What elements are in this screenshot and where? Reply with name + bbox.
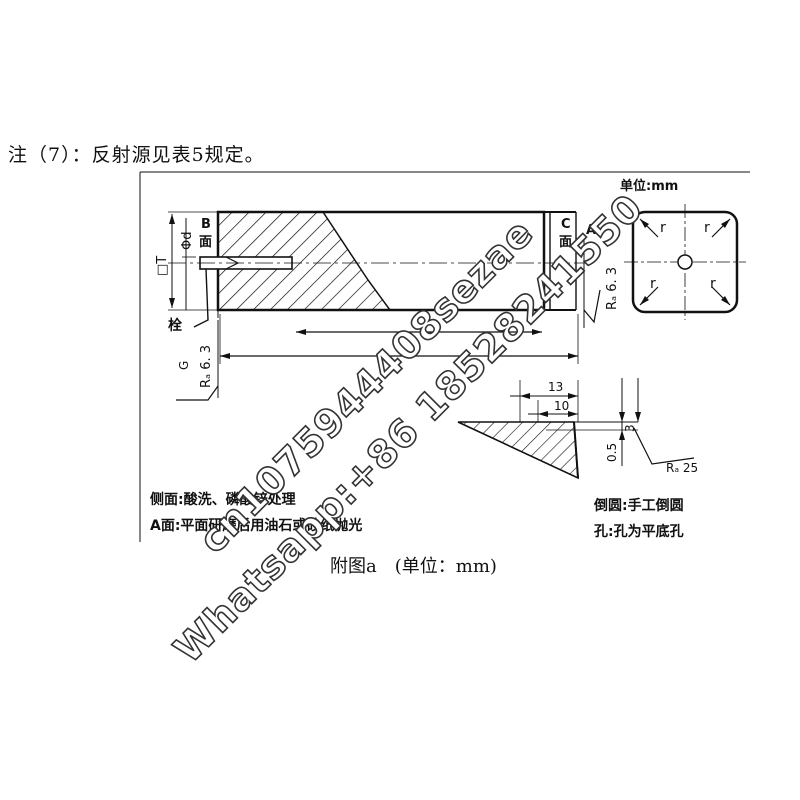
- face-c-char: 面: [559, 235, 572, 250]
- corner-r-bl: r: [650, 276, 656, 292]
- square-t-label: □T: [155, 256, 170, 276]
- face-a-letter: A: [586, 223, 596, 238]
- g-label: G: [177, 361, 191, 370]
- roughness-left: G Rₐ 6. 3: [176, 320, 219, 401]
- phi-d-dimension: Φd: [180, 218, 196, 310]
- technical-drawing: 单位:mm B 面 C 面 A 栓 Φd □T: [139, 171, 750, 542]
- detail-10-label: 10: [554, 399, 569, 413]
- caption-title: 附图a: [330, 556, 377, 577]
- corner-r-br: r: [710, 276, 716, 292]
- face-b-letter: B: [201, 217, 211, 232]
- note-a-face: A面:平面研磨后用油石或砂纸抛光: [150, 517, 362, 534]
- note-side: 侧面:酸洗、磷酸锌处理: [150, 491, 296, 508]
- detail-13-label: 13: [548, 380, 563, 394]
- plug-label: 栓: [168, 317, 182, 334]
- detail-05-label: 0.5: [605, 443, 619, 462]
- roughness-right-label: Rₐ 6. 3: [605, 267, 620, 310]
- detail-view: 13 10 3 0.5 Rₐ 25: [457, 378, 698, 480]
- test-block: [168, 210, 588, 328]
- roughness-left-label: Rₐ 6. 3: [199, 345, 214, 388]
- roughness-right: Rₐ 6. 3: [583, 240, 620, 328]
- detail-r25-label: Rₐ 25: [666, 461, 698, 475]
- note-hole: 孔:孔为平底孔: [594, 523, 684, 540]
- phi-d-label: Φd: [180, 232, 195, 250]
- detail-3-label: 3: [623, 424, 637, 432]
- face-b-char: 面: [199, 235, 212, 250]
- face-c-letter: C: [561, 217, 571, 232]
- corner-r-tr: r: [704, 220, 710, 236]
- note-chamfer: 倒圆:手工倒圆: [593, 497, 684, 514]
- corner-r-tl: r: [660, 220, 666, 236]
- caption-unit: (单位：mm): [394, 556, 497, 577]
- figure-caption: 附图a (单位：mm): [330, 552, 497, 578]
- note-text: 注（7）：反射源见表5规定。: [8, 144, 265, 166]
- end-view-hole: [677, 254, 693, 270]
- square-t-dimension: □T: [155, 211, 218, 311]
- unit-label: 单位:mm: [620, 178, 678, 194]
- length-dimensions: [219, 314, 579, 364]
- end-view: r r r r: [624, 204, 746, 320]
